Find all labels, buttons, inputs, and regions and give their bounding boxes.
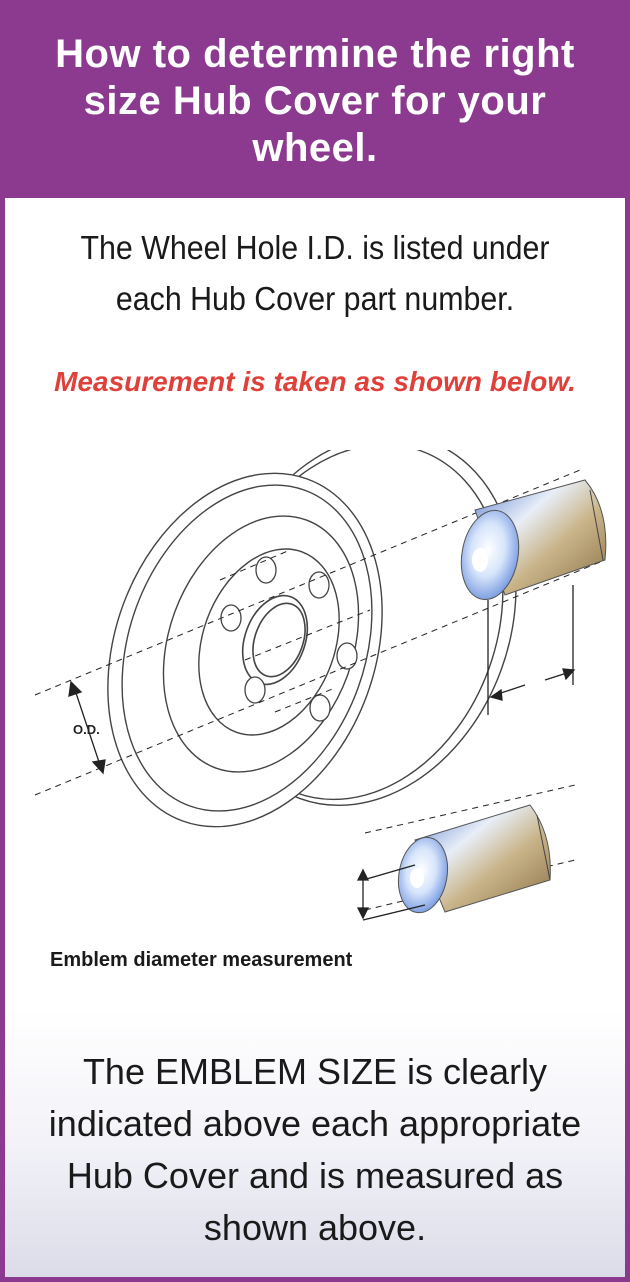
hub-cover-bottom	[397, 804, 551, 914]
emblem-size-note: The EMBLEM SIZE is clearly indicated abo…	[48, 1051, 582, 1248]
lug-holes	[220, 556, 358, 722]
od-label: O.D.	[73, 722, 100, 737]
header-banner: How to determine the right size Hub Cove…	[5, 5, 625, 198]
emblem-caption: Emblem diameter measurement	[50, 949, 353, 971]
page-title: How to determine the right size Hub Cove…	[55, 32, 575, 170]
emblem-dimension-arrow	[356, 864, 426, 921]
measurement-note: Measurement is taken as shown below.	[54, 366, 576, 397]
od-dimension-arrow	[68, 680, 106, 775]
footer-panel: The EMBLEM SIZE is clearly indicated abo…	[5, 1010, 625, 1277]
id-dimension-arrows	[487, 585, 576, 715]
hub-cover-top	[460, 479, 607, 601]
intro-text: The Wheel Hole I.D. is listed under each…	[80, 229, 550, 317]
wheel-diagram: O.D.	[34, 450, 607, 921]
